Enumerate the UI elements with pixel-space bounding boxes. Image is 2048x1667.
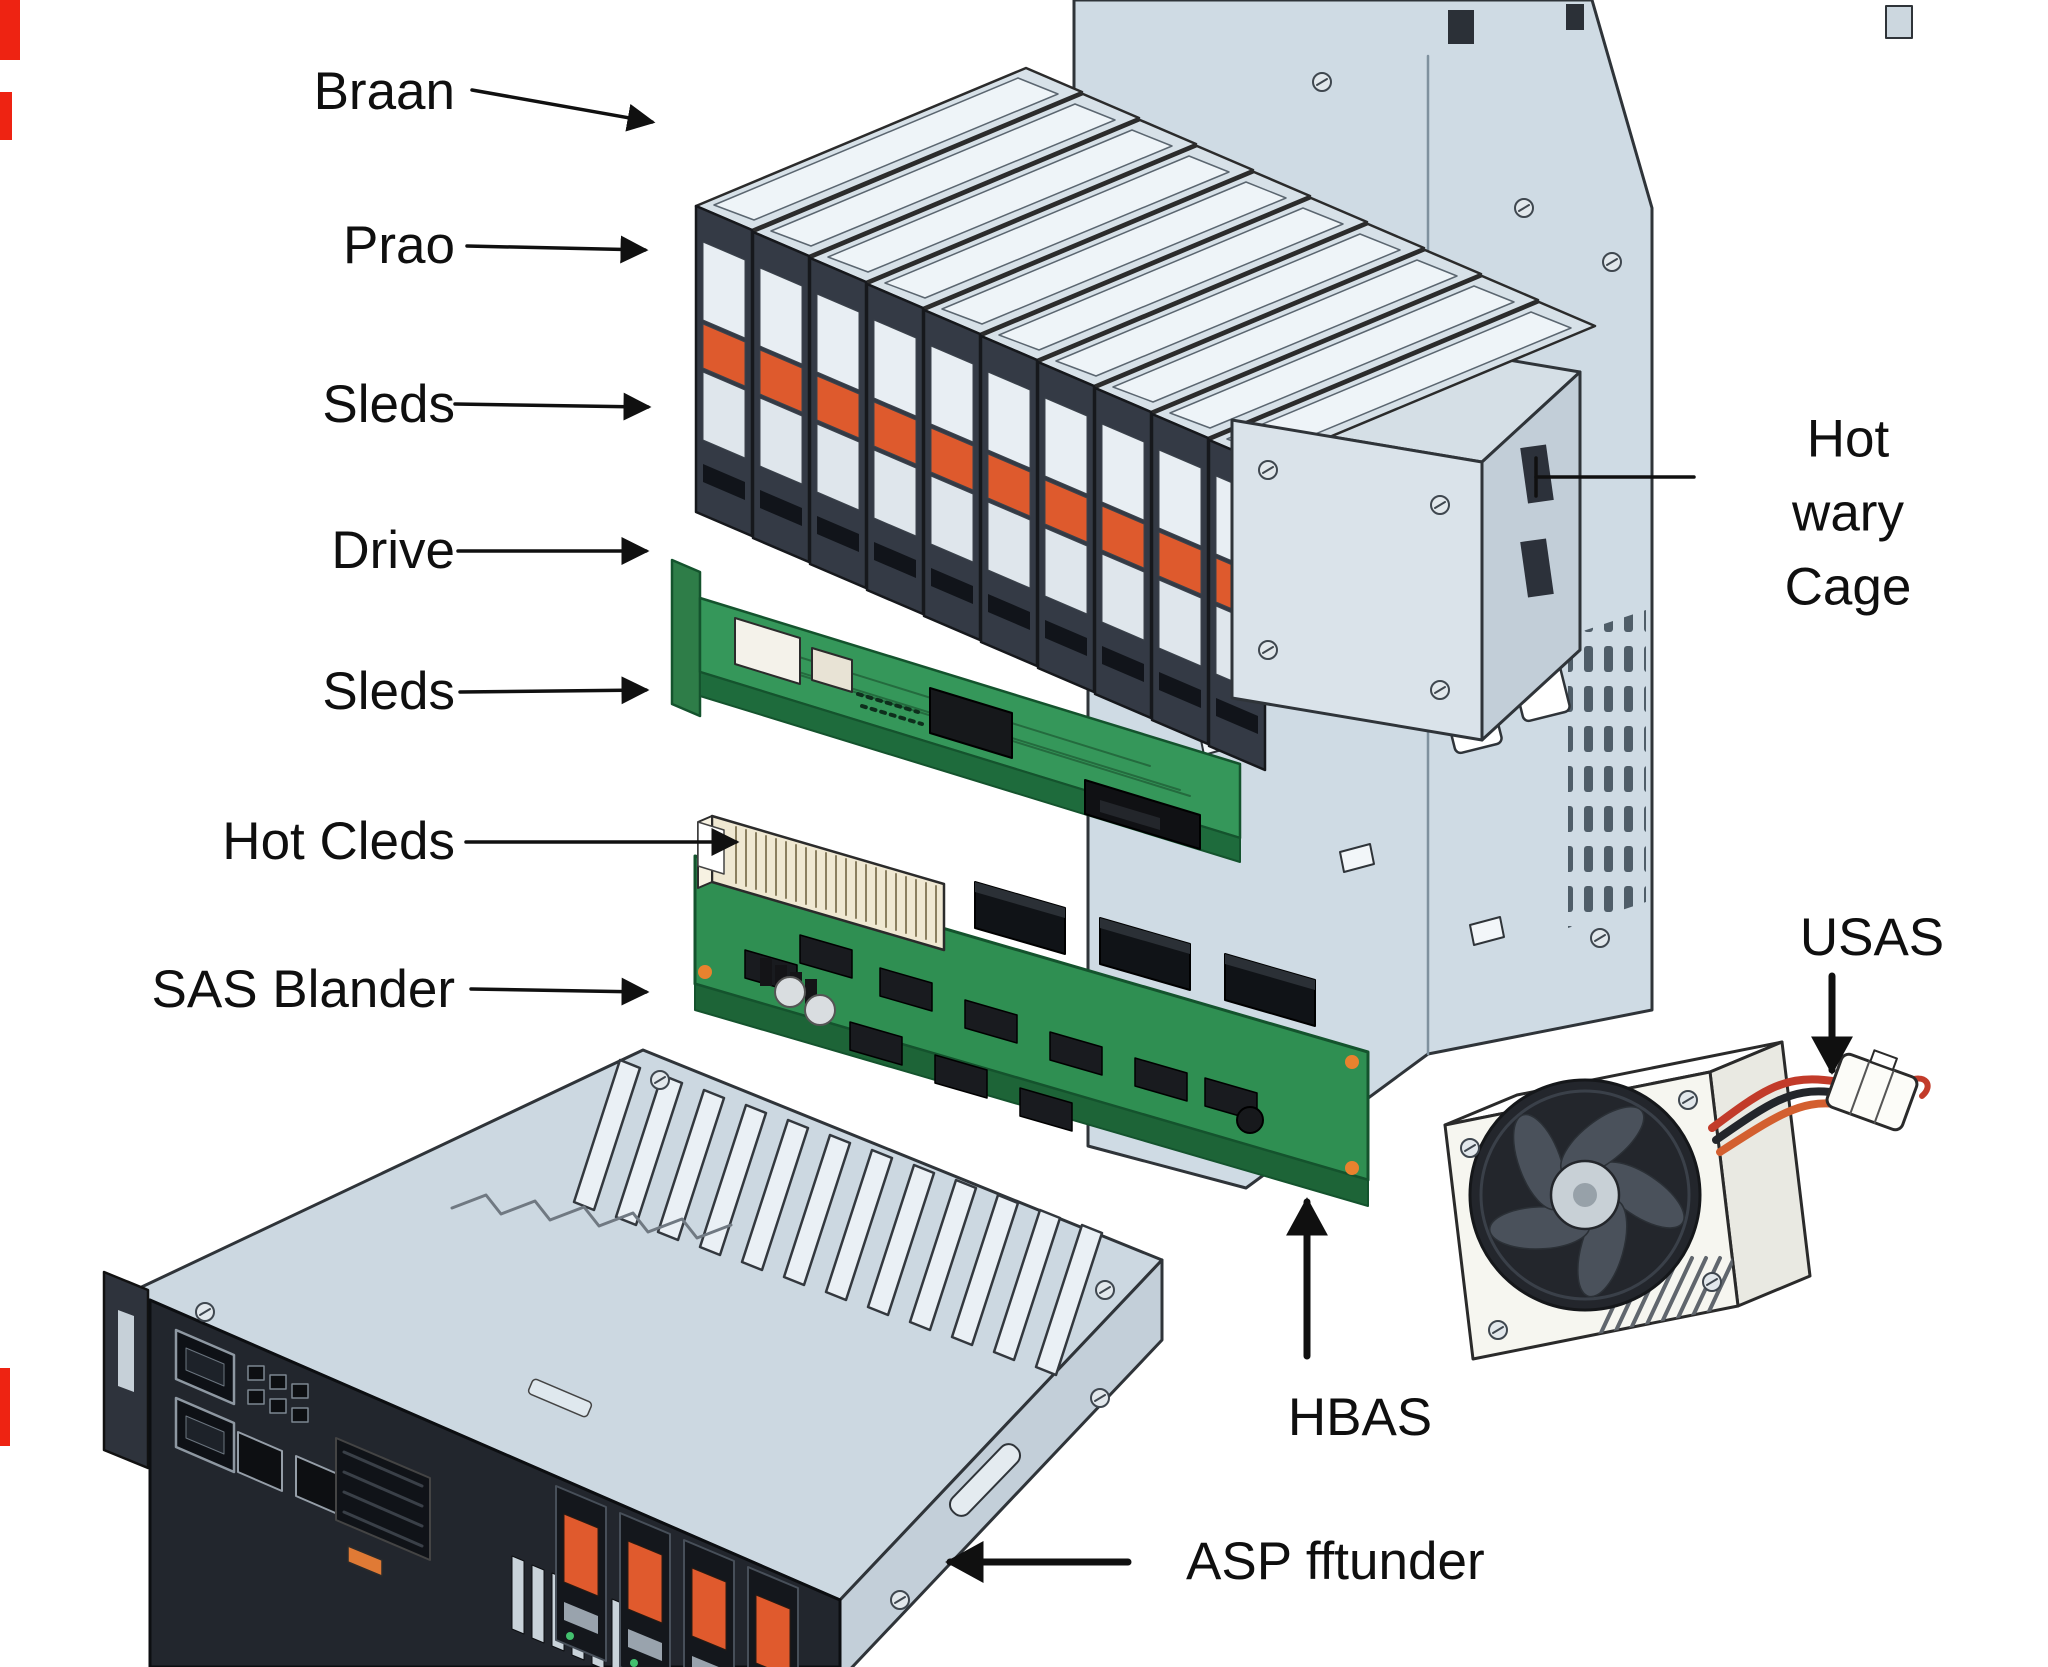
server-tray: [102, 1048, 1164, 1667]
callout-arrows: [453, 88, 1853, 1583]
rack-ear-slot: [118, 1310, 134, 1392]
screw-icon: [195, 1302, 215, 1322]
small-connector: [811, 647, 853, 693]
capacitor: [774, 976, 806, 1008]
label-hbas: HBAS: [1287, 1387, 1433, 1447]
psu-connector: [1825, 1049, 1919, 1132]
tray-rail: [450, 1193, 733, 1240]
screw-icon: [650, 1070, 670, 1090]
arrow-sleds-mid: [458, 676, 650, 705]
chassis-slot-hole: [1469, 916, 1505, 946]
capacitor: [1236, 1106, 1264, 1134]
mount-hole: [1345, 1161, 1359, 1175]
fan-hub-center: [1573, 1183, 1597, 1207]
chassis-vent-grid: [1568, 610, 1646, 928]
arrow-sleds-top: [453, 392, 652, 421]
label-sas-blander: SAS Blander: [151, 959, 455, 1019]
drive-cage: [1230, 370, 1582, 742]
label-braan: Braan: [313, 61, 455, 121]
label-asp-fftunder: ASP fftunder: [1186, 1531, 1485, 1591]
corner-detail: [1885, 5, 1913, 39]
usb-port: [237, 1431, 283, 1492]
screw-icon: [1488, 1320, 1508, 1340]
arrow-prao: [465, 235, 649, 264]
capacitor: [804, 994, 836, 1026]
drive-bay: [555, 1485, 607, 1662]
mount-hole: [1345, 1055, 1359, 1069]
sata-notch: [1100, 800, 1160, 830]
sas-backplane-board: [693, 814, 1370, 1207]
screw-icon: [1430, 680, 1450, 700]
label-drive: Drive: [331, 520, 455, 580]
screw-icon: [1590, 928, 1610, 948]
screw-icon: [1460, 1138, 1480, 1158]
pcb-bracket: [670, 558, 702, 718]
screw-icon: [1602, 252, 1622, 272]
psu-fan: [1468, 1078, 1702, 1312]
screw-icon: [1090, 1388, 1110, 1408]
cage-latch: [1520, 538, 1554, 598]
label-hot-wary-cage: Hot wary Cage: [1784, 409, 1912, 618]
label-sleds-top: Sleds: [322, 374, 455, 434]
label-sleds-mid: Sleds: [322, 661, 455, 721]
mount-hole: [698, 965, 712, 979]
tray-side-slot: [948, 1443, 1022, 1517]
drive-bay: [619, 1512, 671, 1667]
label-hot-cleds: Hot Cleds: [222, 811, 455, 871]
tray-top-slot: [527, 1378, 593, 1418]
pin-header: [760, 958, 772, 986]
screw-icon: [1312, 72, 1332, 92]
arrow-braan: [470, 88, 656, 132]
usb-connector: [734, 617, 801, 685]
sfp-port-grid: [247, 1365, 309, 1423]
screw-icon: [1702, 1272, 1722, 1292]
screw-icon: [1430, 495, 1450, 515]
front-connector: [347, 1545, 383, 1577]
fan-grille: [335, 1437, 431, 1561]
label-usas: USAS: [1799, 907, 1945, 967]
drive-bay: [683, 1539, 735, 1667]
chassis-top-detail: [1566, 4, 1584, 30]
interposer-board: [670, 558, 1242, 863]
power-supply: [1443, 1040, 1931, 1361]
ic-chip: [929, 687, 1013, 759]
screw-icon: [1258, 640, 1278, 660]
screw-icon: [890, 1590, 910, 1610]
edge-artifacts: [0, 0, 20, 1446]
screw-icon: [1514, 198, 1534, 218]
screw-icon: [1678, 1090, 1698, 1110]
chassis-top-detail: [1448, 10, 1474, 44]
pin-header-row: [856, 692, 924, 726]
cage-front-face: [1230, 418, 1484, 742]
label-prao: Prao: [343, 215, 455, 275]
screw-icon: [1258, 460, 1278, 480]
arrow-sas-blander: [469, 977, 650, 1006]
chassis-slot-hole: [1339, 843, 1375, 873]
screw-icon: [1095, 1280, 1115, 1300]
